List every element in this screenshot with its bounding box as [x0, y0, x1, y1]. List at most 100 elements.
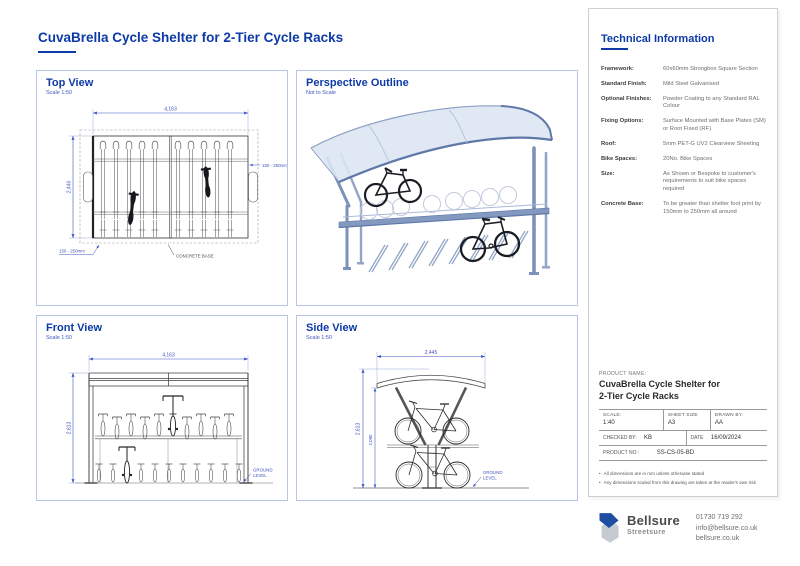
title-underline	[38, 51, 76, 53]
side-ground-label-1: GROUND	[483, 470, 503, 475]
title-block: PRODUCT NAME: CuvaBrella Cycle Shelter f…	[599, 371, 767, 487]
checked-by-value: KB	[644, 435, 653, 442]
spec-label: Framework:	[601, 66, 634, 72]
spec-label: Fixing Options:	[601, 118, 644, 125]
front-upper-racks	[98, 413, 234, 440]
product-no-label: PRODUCT NO :	[603, 450, 640, 457]
dim-top-depth: 2,440	[67, 181, 73, 194]
front-view-title: Front View	[46, 322, 103, 334]
date-cell: DATE 16/09/2024	[685, 431, 767, 446]
date-value: 16/09/2024	[710, 435, 741, 442]
panel-side-view-head: Side View Scale 1:50	[297, 316, 577, 341]
front-structure	[75, 372, 273, 484]
upper-tier-platform	[338, 203, 550, 229]
website-url: bellsure.co.uk	[695, 535, 740, 542]
bike-lower	[459, 216, 521, 263]
front-lower-racks	[95, 463, 243, 483]
sheet-size-cell: SHEET SIZE A3	[662, 410, 710, 431]
top-view-drawing: 4,163 2,440 150 - 250mm 150 - 250mm CONC…	[59, 107, 287, 259]
product-no-value: SS-CS-05-BD	[656, 450, 695, 457]
dim-side-width: 2,445	[425, 350, 438, 356]
side-ground-label-2: LEVEL	[483, 476, 497, 481]
front-bike-upper	[162, 395, 184, 437]
panel-front-view-head: Front View Scale 1:50	[37, 316, 287, 341]
sheet-size-value: A3	[667, 420, 676, 427]
drawn-by-cell: DRAWN BY: AA	[709, 410, 767, 431]
panel-perspective-head: Perspective Outline Not to Scale	[297, 71, 577, 96]
spec-row-roof: Roof: 5mm PET-G UV2 Clearview Sheeting	[601, 141, 767, 149]
panel-perspective: Perspective Outline Not to Scale	[296, 70, 578, 306]
sub-brand-name: Streetsure	[627, 529, 666, 536]
spec-value: 20No. Bike Spaces	[663, 155, 713, 162]
panel-side-view: Side View Scale 1:50	[296, 315, 578, 501]
bellsure-logo-icon	[599, 513, 619, 543]
spec-label: Size:	[601, 170, 615, 177]
spec-value: Surface Mounted with Base Plates (SM) or…	[663, 118, 766, 133]
brand-block: Bellsure Streetsure	[627, 514, 680, 536]
footer: Bellsure Streetsure 01730 719 292 info@b…	[596, 506, 792, 560]
drawing-notes: All dimensions are in mm unless otherwis…	[599, 470, 767, 487]
side-bike-lower	[395, 444, 471, 489]
perspective-scale: Not to Scale	[306, 90, 336, 97]
spec-value: 60x60mm Strongbox Square Section	[663, 66, 758, 72]
shelter-plan	[83, 135, 258, 239]
title-block-row-2: CHECKED BY: KB DATE 16/09/2024	[599, 431, 767, 447]
spec-value: Mild Steel Galvanised	[663, 80, 720, 87]
spec-row-framework: Framework: 60x60mm Strongbox Square Sect…	[601, 66, 767, 74]
drawn-by-value: AA	[714, 420, 723, 427]
canopy-roof	[310, 105, 553, 184]
technical-info-underline	[601, 48, 628, 50]
dim-left-offset: 150 - 250mm	[59, 249, 85, 254]
title-block-table: SCALE: 1:40 SHEET SIZE A3 DRAWN BY: AA C…	[599, 409, 767, 462]
dim-front-height: 2,613	[67, 422, 73, 435]
spec-row-optional-finishes: Optional Finishes: Powder Coating to any…	[601, 96, 767, 112]
top-view-scale: Scale 1:50	[46, 90, 72, 97]
front-ground-label-2: LEVEL	[253, 473, 267, 478]
panel-front-view: Front View Scale 1:50	[36, 315, 288, 501]
drawn-by-label: DRAWN BY:	[714, 413, 744, 419]
spec-row-standard-finish: Standard Finish: Mild Steel Galvanised	[601, 81, 767, 89]
note-dimensions: All dimensions are in mm unless otherwis…	[599, 470, 767, 478]
technical-info-title: Technical Information	[601, 33, 715, 45]
dim-top-width: 4,163	[164, 107, 177, 113]
email-address: info@bellsure.co.uk	[695, 524, 758, 532]
scale-label: SCALE:	[603, 413, 622, 419]
front-view-drawing: 4,163 2,613 GROUND LEVEL	[67, 353, 273, 484]
bike-upper	[363, 167, 423, 208]
spec-value: To be greater than shelter foot print by…	[663, 200, 761, 215]
date-label: DATE	[690, 435, 704, 442]
front-ground-label-1: GROUND	[253, 468, 273, 473]
plan-bikes	[128, 166, 211, 225]
sheet-size-label: SHEET SIZE	[667, 413, 698, 419]
concrete-base-label: CONCRETE BASE	[176, 254, 214, 259]
perspective-drawing	[310, 105, 553, 276]
side-view-title: Side View	[306, 322, 358, 334]
front-view-dimensions: 4,163 2,613 GROUND LEVEL	[67, 353, 273, 484]
dim-right-offset: 150 - 250mm	[262, 163, 287, 168]
dim-front-width: 4,163	[162, 353, 175, 359]
checked-by-label: CHECKED BY:	[603, 435, 637, 442]
spec-row-fixing-options: Fixing Options: Surface Mounted with Bas…	[601, 118, 767, 134]
concrete-base-outline	[79, 129, 259, 244]
front-bike-lower	[118, 446, 136, 484]
spec-value: As Shown or Bespoke to customer's requir…	[663, 170, 756, 193]
spec-row-concrete-base: Concrete Base: To be greater than shelte…	[601, 201, 767, 217]
scale-cell: SCALE: 1:40	[599, 410, 663, 430]
spec-label: Optional Finishes:	[601, 95, 652, 102]
scale-value: 1:40	[603, 420, 615, 427]
top-view-title: Top View	[46, 77, 94, 89]
lower-tier-ramps	[368, 230, 529, 273]
dim-side-height: 2,613	[356, 423, 362, 436]
perspective-title: Perspective Outline	[306, 77, 409, 89]
side-structure	[353, 375, 529, 489]
spec-value: 5mm PET-G UV2 Clearview Sheeting	[663, 140, 760, 147]
front-view-scale: Scale 1:50	[46, 335, 72, 342]
dim-side-inner-height: 2,080	[368, 434, 373, 446]
product-no-cell: PRODUCT NO : SS-CS-05-BD	[599, 446, 767, 460]
side-view-dimensions: 2,445 2,613 2,080 GROUND LEVEL	[355, 350, 503, 489]
top-view-dimensions: 4,163 2,440 150 - 250mm 150 - 250mm CONC…	[59, 107, 287, 259]
spec-value: Powder Coating to any Standard RAL Colou…	[663, 95, 760, 110]
phone-number: 01730 719 292	[695, 514, 743, 521]
spec-row-size: Size: As Shown or Bespoke to customer's …	[601, 171, 767, 194]
